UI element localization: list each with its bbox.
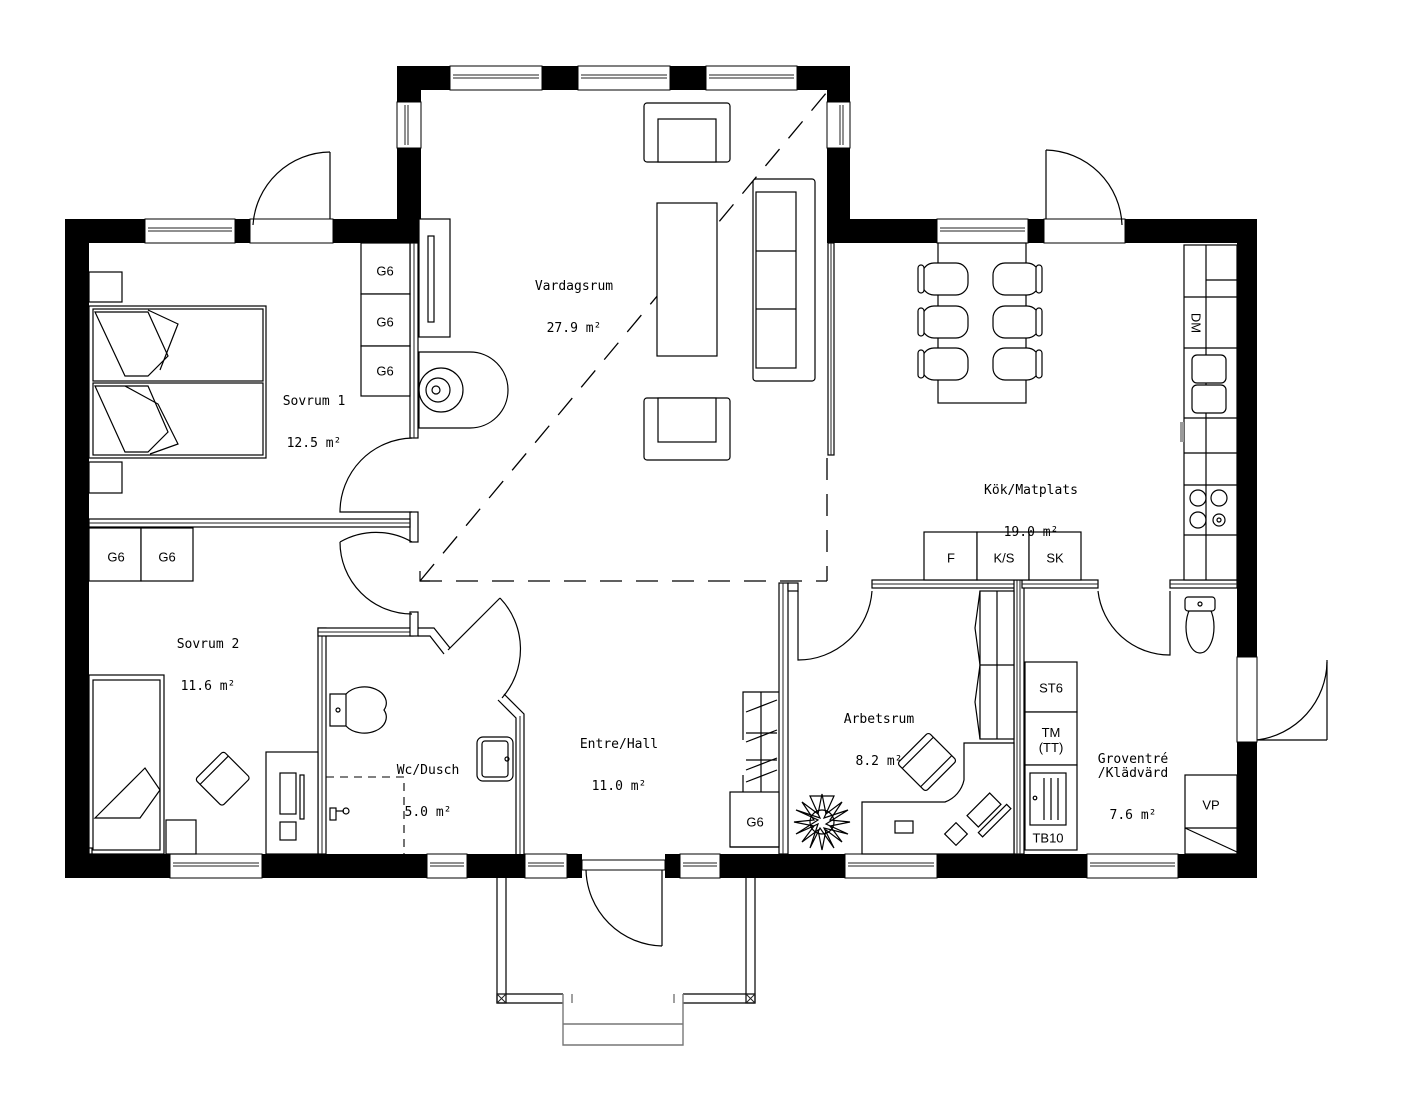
- chairs-left: [917, 262, 969, 381]
- kitchen-furniture: [917, 242, 1238, 581]
- fridge-freezer-tag: K/S: [993, 550, 1015, 566]
- storage-tag: ST6: [1039, 680, 1063, 696]
- room-area: 19.0 m²: [1003, 525, 1059, 540]
- closet-g6-tag: G6: [376, 363, 394, 379]
- room-name: Groventré /Klädvärd: [1097, 752, 1169, 781]
- vardagsrum-furniture: [418, 102, 816, 461]
- room-label-entre: Entre/Hall 11.0 m²: [580, 710, 658, 808]
- freezer-tag: SK: [1046, 550, 1064, 566]
- entre-furniture: [729, 691, 780, 848]
- chairs-right: [992, 262, 1043, 381]
- interior-doors: [339, 437, 1171, 699]
- drying-cabinet-tag: TB10: [1032, 830, 1064, 846]
- room-name: Arbetsrum: [843, 712, 915, 727]
- room-area: 27.9 m²: [546, 321, 602, 336]
- room-label-kok: Kök/Matplats 19.0 m²: [984, 456, 1078, 554]
- sovrum2-furniture: [84, 527, 319, 856]
- heat-pump-tag: VP: [1202, 797, 1220, 813]
- sovrum1-furniture: [88, 271, 267, 494]
- room-name: Sovrum 1: [282, 394, 346, 409]
- windows: [144, 65, 1179, 879]
- wc-furniture: [326, 686, 514, 854]
- exterior-walls: [65, 66, 1257, 878]
- room-name: Entre/Hall: [579, 737, 659, 752]
- groventre-furniture: [1024, 596, 1238, 855]
- room-area: 8.2 m²: [855, 754, 903, 769]
- closet-g6-tag: G6: [158, 549, 176, 565]
- room-label-arbetsrum: Arbetsrum 8.2 m²: [844, 685, 914, 783]
- dashed-lines: [419, 91, 828, 582]
- fridge-tag: F: [947, 550, 955, 566]
- closet-g6-tag: G6: [376, 263, 394, 279]
- room-area: 5.0 m²: [404, 805, 452, 820]
- washer-dryer-tag: TM (TT): [1038, 725, 1064, 755]
- room-area: 11.0 m²: [591, 779, 647, 794]
- exterior-doors: [249, 149, 1328, 947]
- room-name: Vardagsrum: [534, 279, 614, 294]
- room-area: 12.5 m²: [286, 436, 342, 451]
- closet-g6-tag: G6: [107, 549, 125, 565]
- closet-g6-tag: G6: [376, 314, 394, 330]
- closet-g6-tag: G6: [746, 814, 764, 830]
- room-name: Wc/Dusch: [396, 763, 460, 778]
- room-name: Kök/Matplats: [984, 483, 1078, 498]
- room-label-sovrum1: Sovrum 1 12.5 m²: [283, 367, 346, 465]
- interior-walls: [88, 242, 1238, 855]
- room-area: 11.6 m²: [180, 679, 236, 694]
- porch: [496, 878, 756, 1046]
- dishwasher-tag: DM: [1188, 312, 1204, 334]
- room-label-sovrum2: Sovrum 2 11.6 m²: [177, 610, 240, 708]
- sovrum1-closets: [360, 242, 411, 397]
- plant-icon: [793, 793, 851, 851]
- room-area: 7.6 m²: [1109, 808, 1157, 823]
- room-label-wc: Wc/Dusch 5.0 m²: [397, 736, 460, 834]
- room-label-groventre: Groventré /Klädvärd 7.6 m²: [1098, 725, 1168, 837]
- room-name: Sovrum 2: [176, 637, 240, 652]
- room-label-vardagsrum: Vardagsrum 27.9 m²: [535, 252, 613, 350]
- arbetsrum-furniture: [793, 590, 1015, 855]
